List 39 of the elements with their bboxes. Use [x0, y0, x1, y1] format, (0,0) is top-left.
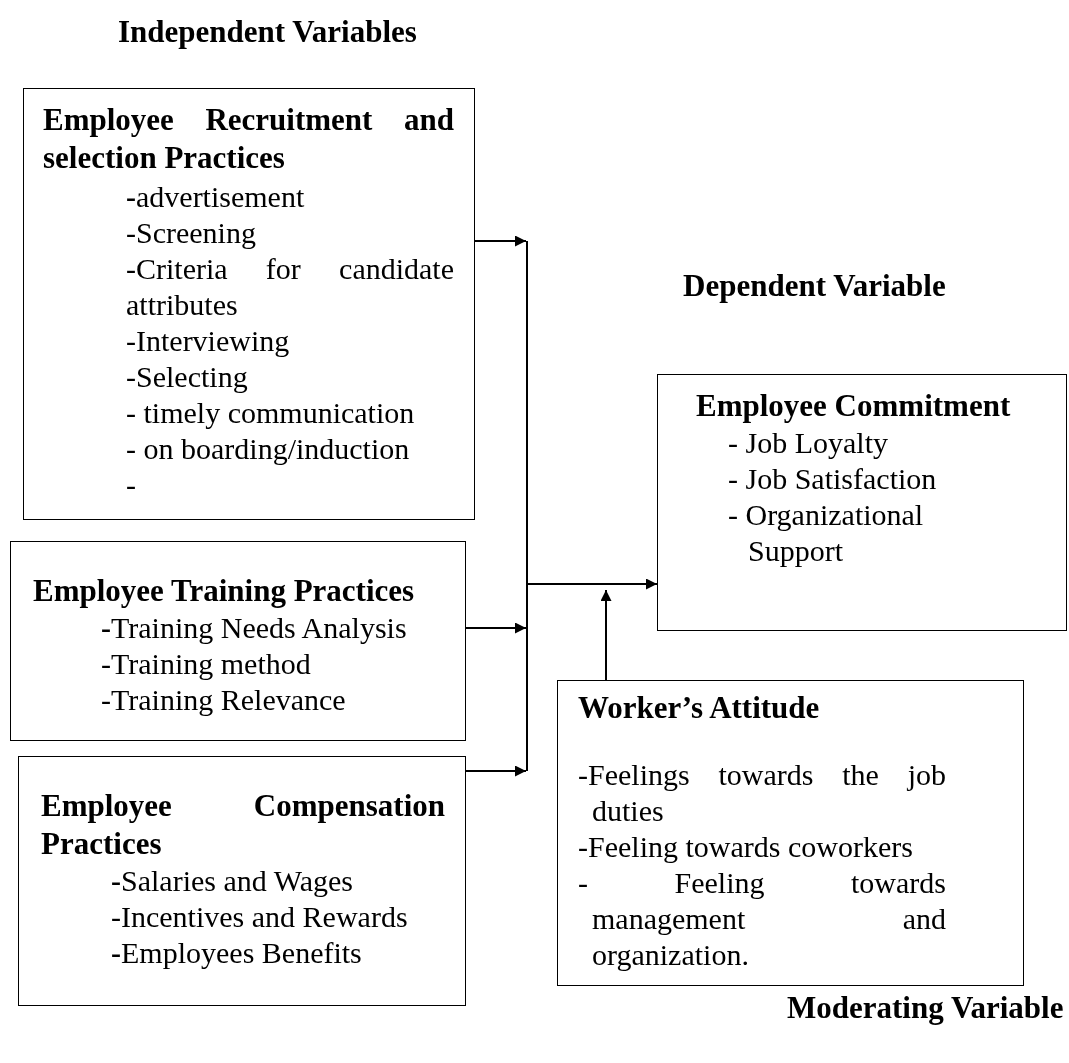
variable-heading: Independent Variables [118, 14, 417, 50]
list-item: - on boarding/induction [126, 431, 411, 467]
list-item: -Interviewing [126, 323, 291, 359]
list-item: -Training Needs Analysis [101, 610, 408, 646]
variable-box [23, 88, 475, 520]
arrow [474, 235, 527, 247]
list-item: - [126, 467, 137, 503]
arrow [527, 578, 658, 590]
variable-heading: Dependent Variable [683, 268, 946, 304]
list-item: -Selecting [126, 359, 249, 395]
list-item: -Criteria for candidate attributes [126, 251, 454, 323]
list-item: - Feeling towards management and organization. [578, 865, 946, 973]
list-item: -Feeling towards coworkers [578, 829, 914, 865]
list-item: - timely communication [126, 395, 416, 431]
list-item: - Job Satisfaction [728, 461, 938, 497]
arrow [465, 765, 527, 777]
list-item: -advertisement [126, 179, 306, 215]
variable-box [557, 680, 1024, 986]
variable-box [10, 541, 466, 741]
connector-bar [526, 241, 528, 771]
variable-box [657, 374, 1067, 631]
box-heading: Employee Recruitment and selection Practices [43, 101, 454, 177]
variable-box [18, 756, 466, 1006]
list-item: -Training method [101, 646, 312, 682]
list-item: -Employees Benefits [111, 935, 363, 971]
arrow [600, 589, 612, 681]
list-item: - Job Loyalty [728, 425, 889, 461]
list-item: -Screening [126, 215, 257, 251]
list-item: -Training Relevance [101, 682, 347, 718]
list-item: -Salaries and Wages [111, 863, 354, 899]
box-heading: Worker’s Attitude [578, 689, 821, 727]
box-heading: Employee Compensation Practices [41, 787, 445, 863]
box-heading: Employee Training Practices [33, 572, 416, 610]
arrow [465, 622, 527, 634]
list-item: - Organizational Support [728, 497, 925, 569]
variable-heading: Moderating Variable [787, 990, 1064, 1026]
list-item: -Incentives and Rewards [111, 899, 409, 935]
box-heading: Employee Commitment [696, 387, 1012, 425]
list-item: -Feelings towards the job duties [578, 757, 946, 829]
